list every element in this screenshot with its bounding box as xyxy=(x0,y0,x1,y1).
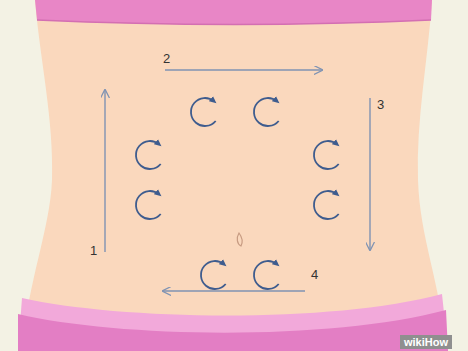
direction-arrow xyxy=(369,98,370,250)
circular-arrow xyxy=(314,141,339,169)
circular-arrow xyxy=(136,191,161,219)
direction-arrow xyxy=(104,90,105,252)
circular-arrow xyxy=(191,98,216,126)
circular-arrow xyxy=(314,191,339,219)
circular-arrow xyxy=(136,141,161,169)
circular-arrow xyxy=(254,261,279,289)
direction-arrow xyxy=(165,69,322,70)
waistband-edge xyxy=(37,20,431,25)
callout-number: 1 xyxy=(90,244,97,258)
watermark: wikiHow xyxy=(400,335,452,349)
torso xyxy=(22,0,446,351)
callout-number: 2 xyxy=(163,52,170,66)
underwear xyxy=(18,310,448,351)
direction-arrow xyxy=(163,290,305,291)
circular-arrow xyxy=(201,261,226,289)
callout-number: 4 xyxy=(311,268,318,282)
underwear-band xyxy=(18,294,448,351)
circular-arrow xyxy=(254,98,279,126)
callout-number: 3 xyxy=(377,98,384,112)
top-waistband xyxy=(35,0,432,25)
navel xyxy=(237,233,242,246)
